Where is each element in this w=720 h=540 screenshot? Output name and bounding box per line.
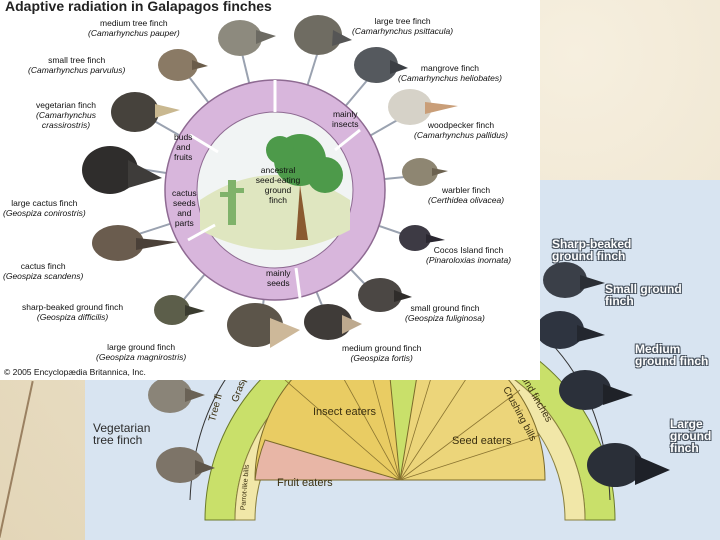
finch-heads-right <box>536 262 670 487</box>
bird-small-ground <box>358 278 412 312</box>
label-large-ground: Large ground finch <box>670 417 712 455</box>
label-sharp-beaked: Sharp-beaked ground finch <box>552 237 632 263</box>
tree-trunk <box>296 185 308 240</box>
bird-cactus <box>92 225 178 261</box>
label-cactus-finch: cactus finch(Geospiza scandens) <box>3 261 84 281</box>
label-medium-ground-finch: medium ground finch(Geospiza fortis) <box>342 343 422 363</box>
bird-large-cactus <box>82 146 162 194</box>
ring-divider-paths <box>187 80 361 299</box>
tree-canopy <box>266 134 343 193</box>
copyright-notice: © 2005 Encyclopædia Britannica, Inc. <box>4 367 146 377</box>
label-small-tree-finch: small tree finch(Camarhynchus parvulus) <box>28 55 126 75</box>
label-medium-ground: Medium ground finch <box>635 342 709 368</box>
label-large-tree-finch: large tree finch(Camarhynchus psittacula… <box>352 16 454 36</box>
label-warbler-finch: warbler finch(Certhidea olivacea) <box>428 185 505 205</box>
bird-woodpecker <box>388 89 458 125</box>
bird-medium-tree <box>218 20 276 56</box>
finch-heads-left <box>148 377 215 483</box>
bird-sharp-beaked <box>154 295 205 325</box>
label-fruit-eaters: Fruit eaters <box>277 477 333 489</box>
bird-mangrove <box>354 47 408 83</box>
figure-title: Adaptive radiation in Galapagos finches <box>5 0 272 14</box>
bird-cocos <box>399 225 445 251</box>
bird-small-tree <box>158 49 208 81</box>
label-seed-eaters: Seed eaters <box>452 435 512 447</box>
adaptive-radiation-figure: Adaptive radiation in Galapagos finches … <box>0 0 540 380</box>
label-mangrove-finch: mangrove finch(Camarhynchus heliobates) <box>398 63 502 83</box>
island-ground <box>200 175 350 250</box>
label-vegetarian-finch: vegetarian finch(Camarhynchus crassirost… <box>35 100 96 130</box>
label-medium-tree-finch: medium tree finch(Camarhynchus pauper) <box>88 18 180 38</box>
label-small-ground-finch: small ground finch(Geospiza fuliginosa) <box>405 303 485 323</box>
fan-sector-fruit <box>254 439 401 481</box>
cactus <box>220 180 244 225</box>
label-vegetarian-tree: Vegetarian tree finch <box>93 421 151 447</box>
label-insect-eaters: Insect eaters <box>313 406 376 418</box>
radiation-wheel <box>82 15 458 348</box>
bird-vegetarian <box>111 92 180 132</box>
label-cocos-island-finch: Cocos Island finch(Pinaroloxias inornata… <box>426 245 512 265</box>
bird-heads <box>82 15 458 348</box>
label-large-cactus-finch: large cactus finch(Geospiza conirostris) <box>3 198 86 218</box>
bird-large-tree <box>294 15 352 55</box>
label-woodpecker-finch: woodpecker finch(Camarhynchus pallidus) <box>414 120 509 140</box>
bird-medium-ground <box>304 304 362 340</box>
label-large-ground-finch: large ground finch(Geospiza magnirostris… <box>96 342 187 362</box>
label-sharp-beaked-ground-finch: sharp-beaked ground finch(Geospiza diffi… <box>22 302 124 322</box>
label-small-ground: Small ground finch <box>605 282 682 308</box>
bird-warbler <box>402 158 448 186</box>
bird-large-ground <box>227 303 300 348</box>
